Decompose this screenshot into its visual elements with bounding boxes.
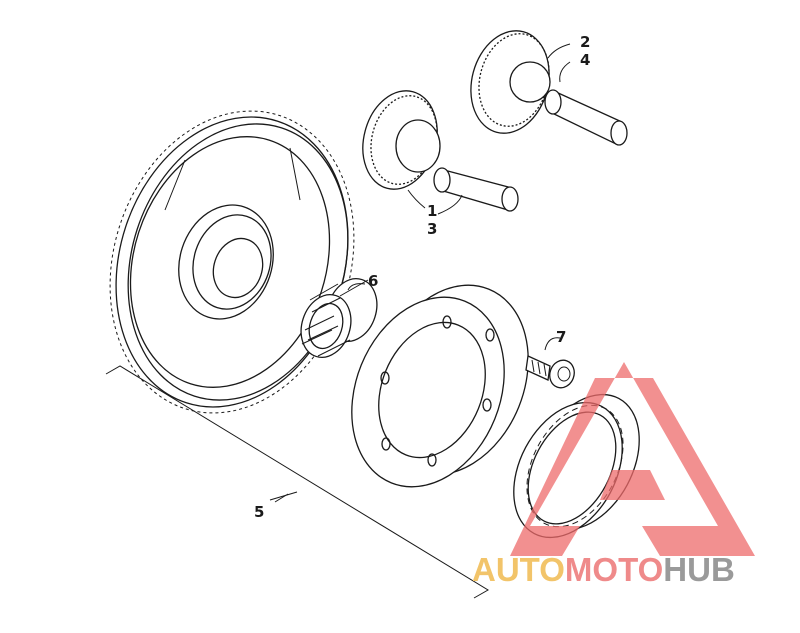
assembly-bracket bbox=[105, 365, 489, 599]
idler-gear-2 bbox=[470, 30, 628, 146]
watermark-triangle bbox=[510, 362, 755, 556]
callout-6: 6 bbox=[368, 272, 378, 290]
idler-gear-1 bbox=[362, 90, 519, 212]
leader-6 bbox=[347, 283, 366, 291]
callout-2: 2 bbox=[580, 33, 590, 51]
callout-3: 3 bbox=[427, 220, 437, 238]
socket-bolt bbox=[525, 355, 575, 389]
starter-clutch-housing bbox=[351, 284, 529, 488]
watermark-logo bbox=[510, 362, 755, 556]
leader-7 bbox=[544, 337, 561, 351]
callout-1: 1 bbox=[427, 202, 437, 220]
callout-4: 4 bbox=[580, 51, 590, 69]
needle-bearing bbox=[300, 278, 378, 358]
leader-1-3 bbox=[407, 189, 463, 215]
callout-7: 7 bbox=[556, 328, 566, 346]
callout-5: 5 bbox=[254, 503, 264, 521]
leader-2-4 bbox=[547, 43, 571, 83]
watermark-text: AUTOMOTOHUB bbox=[472, 551, 735, 588]
large-driven-gear bbox=[109, 110, 355, 414]
